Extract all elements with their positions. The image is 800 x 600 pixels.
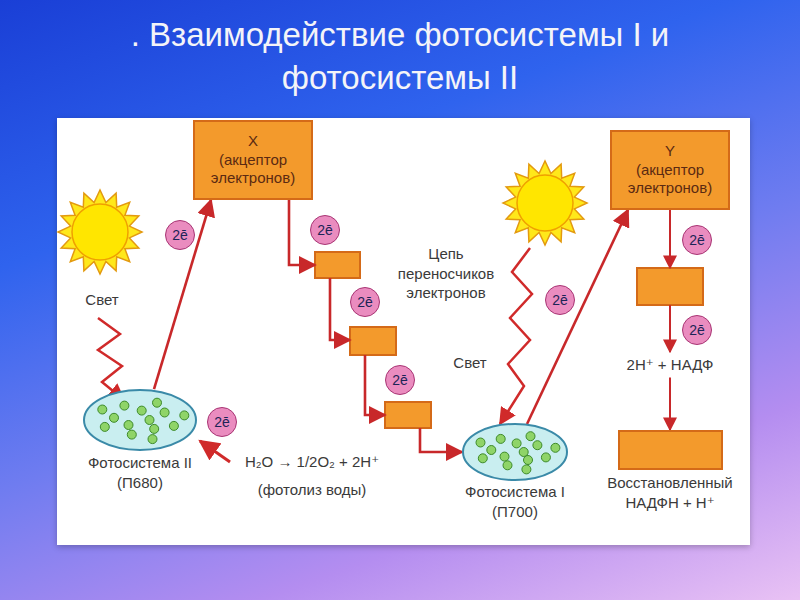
node-text: 2ē	[172, 227, 188, 243]
electron-pair-circle: 2ē	[682, 315, 712, 345]
electron-arrow	[670, 210, 671, 430]
pigment-dot	[503, 461, 512, 470]
node-text: 2ē	[689, 322, 705, 338]
pigment-dot	[160, 408, 169, 417]
diagram-label: Свет	[446, 353, 494, 373]
photosystem: Фотосистема I(П700)	[455, 422, 575, 521]
photosystem-ellipse	[455, 422, 575, 482]
sun-disc	[72, 204, 128, 260]
pigment-dot	[541, 453, 550, 462]
electron-pair-circle: 2ē	[207, 407, 237, 437]
arrow-segment	[669, 305, 671, 352]
pigment-dot	[487, 446, 496, 455]
node-text: (П700)	[455, 502, 575, 522]
diagram-label: Свет	[76, 290, 128, 310]
electron-arrow	[154, 200, 211, 389]
node-text: (акцептор электронов)	[618, 161, 722, 199]
photosystem-ellipse	[70, 387, 210, 453]
node-text: Y	[665, 142, 675, 161]
electron-arrow	[289, 200, 462, 452]
diagram-label: H₂O → 1/2O₂ + 2H⁺	[226, 452, 398, 472]
ellipse-outline	[463, 424, 567, 480]
pigment-dot	[124, 421, 133, 430]
pigment-dot	[476, 438, 485, 447]
node-text: 2ē	[392, 372, 408, 388]
sun	[503, 161, 587, 245]
arrow-segment	[527, 210, 628, 424]
node-text: 2ē	[357, 294, 373, 310]
pigment-dot	[153, 398, 162, 407]
pigment-dot	[169, 421, 178, 430]
node-text: (акцептор электронов)	[201, 151, 305, 189]
pigment-dot	[478, 454, 487, 463]
electron-arrow	[527, 210, 628, 424]
light-ray	[98, 318, 124, 400]
diagram-label: (фотолиз воды)	[226, 480, 398, 500]
node-text: (П680)	[70, 473, 210, 493]
node-text: 2ē	[552, 292, 568, 308]
carrier-box	[385, 402, 431, 428]
pigment-dot	[145, 416, 154, 425]
pigment-dot	[526, 432, 535, 441]
sun-rays	[503, 161, 587, 245]
carrier-box	[637, 268, 703, 305]
pigment-dot	[98, 405, 107, 414]
pigment-dot	[120, 401, 129, 410]
electron-pair-circle: 2ē	[385, 365, 415, 395]
diagram-label: Цепь переносчиков электронов	[385, 244, 507, 303]
carrier-box	[350, 327, 396, 355]
electron-pair-circle: 2ē	[310, 215, 340, 245]
node-text: Фотосистема I	[455, 482, 575, 502]
sun-rays	[58, 190, 142, 274]
pigment-dot	[496, 434, 505, 443]
pigment-dot	[533, 441, 542, 450]
arrow-segment	[669, 378, 671, 431]
arrow-segment	[330, 278, 350, 340]
acceptor-box: Y(акцептор электронов)	[610, 130, 730, 210]
arrow-segment	[669, 210, 671, 268]
photosystem: Фотосистема II(П680)	[70, 387, 210, 492]
pigment-dot	[137, 406, 146, 415]
product-rect	[618, 430, 723, 470]
pigment-dot	[524, 456, 533, 465]
arrow-segment	[420, 428, 462, 452]
electron-pair-circle: 2ē	[350, 287, 380, 317]
electron-pair-circle: 2ē	[545, 285, 575, 315]
pigment-dot	[551, 443, 560, 452]
electron-pair-circle: 2ē	[165, 220, 195, 250]
electron-pair-circle: 2ē	[682, 225, 712, 255]
product-box: Восстановленный НАДФН + Н⁺	[590, 430, 750, 512]
pigment-dot	[500, 452, 509, 461]
pigment-dot	[127, 430, 136, 439]
pigment-dot	[148, 435, 157, 444]
sun-disc	[517, 175, 573, 231]
pigment-dot	[150, 424, 159, 433]
node-text: Восстановленный НАДФН + Н⁺	[590, 473, 750, 512]
arrow-segment	[365, 355, 385, 415]
light-ray	[500, 248, 532, 424]
node-text: X	[248, 132, 258, 151]
title: . Взаимодействие фотосистемы I и фотосис…	[55, 14, 745, 100]
acceptor-box: X(акцептор электронов)	[193, 120, 313, 200]
pigment-dot	[100, 422, 109, 431]
node-text: 2ē	[689, 232, 705, 248]
node-text: Фотосистема II	[70, 453, 210, 473]
ellipse-outline	[84, 390, 196, 450]
node-text: 2ē	[214, 414, 230, 430]
pigment-dot	[512, 439, 521, 448]
carrier-box	[315, 252, 360, 278]
water-arrow	[200, 441, 230, 462]
pigment-dot	[180, 411, 189, 420]
arrow-segment	[154, 200, 211, 389]
pigment-dot	[110, 413, 119, 422]
diagram-label: 2H⁺ + НАДФ	[610, 355, 730, 375]
node-text: 2ē	[317, 222, 333, 238]
sun	[58, 190, 142, 274]
pigment-dot	[522, 465, 531, 474]
